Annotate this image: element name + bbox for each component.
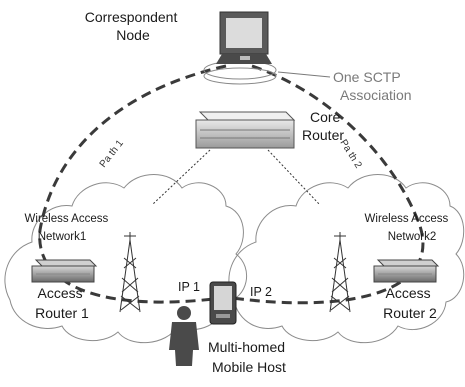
access-router-icon-2 bbox=[373, 259, 440, 283]
wireless-access-network-1-label: Wireless Access Network1 bbox=[25, 213, 112, 243]
computer-icon bbox=[216, 11, 272, 64]
pda-icon bbox=[209, 281, 237, 325]
person-icon bbox=[169, 306, 199, 366]
core-link-right bbox=[267, 149, 321, 206]
mobile-host-label: Multi-homed Mobile Host bbox=[208, 339, 289, 375]
association-callout-line bbox=[277, 71, 331, 78]
core-router-label: Core Router bbox=[302, 109, 344, 143]
path-2-line bbox=[231, 64, 425, 305]
path-2-label: Pa th 2 bbox=[337, 138, 363, 171]
core-router-icon bbox=[195, 111, 296, 149]
access-router-1-label: Access Router 1 bbox=[35, 285, 89, 321]
access-router-2-label: Access Router 2 bbox=[383, 285, 437, 321]
sctp-association-ellipse bbox=[203, 60, 277, 85]
ip-2-label: IP 2 bbox=[250, 285, 272, 299]
antenna-tower-icon-2 bbox=[329, 232, 351, 313]
correspondent-node-label: Correspondent Node bbox=[85, 9, 182, 43]
path-1-label: Pa th 1 bbox=[98, 138, 126, 170]
wireless-access-network-2-label: Wireless Access Network2 bbox=[365, 213, 452, 243]
sctp-association-label: One SCTP Association bbox=[333, 69, 412, 103]
antenna-tower-icon-1 bbox=[119, 232, 141, 313]
core-link-left bbox=[151, 149, 211, 206]
access-router-icon-1 bbox=[31, 259, 98, 283]
cloud-icon-right bbox=[228, 174, 465, 344]
ip-1-label: IP 1 bbox=[178, 280, 200, 294]
